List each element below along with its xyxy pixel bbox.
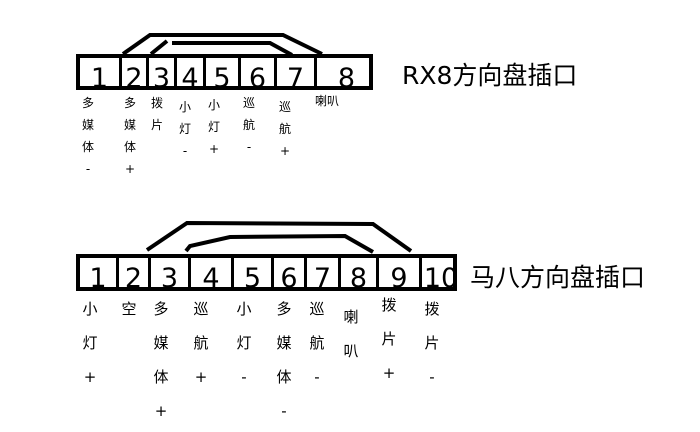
mazda8-pin-label: 多媒体 - — [272, 292, 296, 428]
wire-top-inner-b — [172, 41, 293, 57]
mazda8-pin-label: 拨片 + — [377, 288, 401, 390]
label-char: + — [194, 368, 208, 386]
label-char: 小 — [207, 98, 220, 112]
label-char: 灯 — [178, 122, 191, 136]
label-char: 多 — [276, 300, 292, 318]
label-char: 航 — [278, 122, 291, 136]
label-char: 片 — [150, 118, 163, 132]
label-char: 体 — [123, 140, 136, 154]
mazda8-pin-5: 5 — [234, 258, 274, 294]
label-char: 媒 — [276, 334, 292, 352]
rx8-pin-label: 小灯 + — [204, 94, 224, 160]
label-char: 巡 — [193, 300, 209, 318]
mazda8-pin-7: 7 — [307, 258, 341, 294]
mazda8-pin-4: 4 — [191, 258, 234, 294]
label-char: - — [429, 368, 435, 386]
label-char: - — [85, 162, 91, 176]
label-char: 巡 — [309, 300, 325, 318]
mazda8-pin-label: 喇叭 — [339, 300, 363, 368]
label-char: 拨 — [424, 300, 440, 318]
label-char: + — [154, 402, 168, 420]
label-char: 拨 — [150, 96, 163, 110]
label-char: + — [208, 142, 220, 156]
label-char: 灯 — [207, 120, 220, 134]
label-char: 空 — [121, 300, 137, 318]
mazda8-pin-2: 2 — [119, 258, 151, 294]
rx8-pin-label: 巡航 + — [275, 96, 295, 162]
wire-top-outer — [121, 33, 323, 56]
mazda8-pin-10: 10 — [423, 263, 459, 294]
mazda8-pin-1: 1 — [80, 258, 119, 294]
label-char: + — [279, 144, 291, 158]
label-char: 航 — [242, 118, 255, 132]
rx8-title: RX8方向盘插口 — [402, 61, 578, 90]
rx8-pin-1: 1 — [80, 58, 122, 94]
rx8-pin-4: 4 — [177, 58, 206, 94]
label-char: - — [241, 368, 247, 386]
label-char: 喇叭 — [315, 94, 340, 108]
label-char: + — [382, 364, 396, 382]
label-char: 多 — [153, 300, 169, 318]
label-char: 航 — [309, 334, 325, 352]
mazda8-pin-label: 多媒体 + — [149, 292, 173, 428]
mazda8-pin-3: 3 — [151, 258, 191, 294]
label-char: 小 — [236, 300, 252, 318]
label-char: 巡 — [278, 100, 291, 114]
label-char: - — [246, 140, 252, 154]
wire-bottom-inner — [184, 233, 374, 254]
mazda8-pin-label: 小灯 - — [232, 292, 256, 394]
rx8-pin-label: 小灯 - — [175, 96, 195, 162]
label-char: - — [314, 368, 320, 386]
label-char: 小 — [82, 300, 98, 318]
wire-top-inner-a — [149, 39, 169, 56]
mazda8-pin-8: 8 — [341, 258, 379, 294]
label-char: + — [83, 368, 97, 386]
label-char: 拨 — [381, 296, 397, 314]
rx8-pin-label: 多媒体 - — [78, 92, 98, 180]
label-char: 体 — [153, 368, 169, 386]
mazda8-pin-label: 小灯 + — [78, 292, 102, 394]
label-char: 体 — [81, 140, 94, 154]
mazda8-pin-label: 空 — [117, 292, 141, 326]
label-char: - — [182, 144, 188, 158]
label-char: 媒 — [123, 118, 136, 132]
mazda8-pin-label: 巡航 + — [189, 292, 213, 394]
mazda8-pin-6: 6 — [274, 258, 307, 294]
label-char: 叭 — [343, 342, 359, 360]
rx8-pin-7: 7 — [277, 58, 317, 94]
label-char: 片 — [424, 334, 440, 352]
label-char: 媒 — [81, 118, 94, 132]
mazda8-pin-label: 巡航 - — [305, 292, 329, 394]
rx8-pin-label: 喇叭 — [315, 90, 340, 112]
label-char: - — [281, 402, 287, 420]
label-char: 灯 — [82, 334, 98, 352]
label-char: 多 — [81, 96, 94, 110]
rx8-pin-label: 拨片 — [147, 92, 167, 136]
mazda8-title: 马八方向盘插口 — [470, 263, 646, 292]
rx8-pin-label: 多媒体 + — [120, 92, 140, 180]
label-char: 媒 — [153, 334, 169, 352]
mazda8-pin-9: 9 — [379, 258, 422, 294]
label-char: 片 — [381, 330, 397, 348]
label-char: 航 — [193, 334, 209, 352]
label-char: 小 — [178, 100, 191, 114]
rx8-pin-label: 巡航 - — [239, 92, 259, 158]
rx8-pin-5: 5 — [206, 58, 241, 94]
label-char: + — [124, 162, 136, 176]
label-char: 喇 — [343, 308, 359, 326]
rx8-pin-8: 8 — [337, 63, 356, 94]
label-char: 体 — [276, 368, 292, 386]
rx8-pin-6: 6 — [241, 58, 277, 94]
rx8-pin-3: 3 — [149, 58, 177, 94]
rx8-pin-2: 2 — [122, 58, 149, 94]
label-char: 灯 — [236, 334, 252, 352]
label-char: 巡 — [242, 96, 255, 110]
label-char: 多 — [123, 96, 136, 110]
mazda8-pin-label: 拨片 - — [420, 292, 444, 394]
wire-bottom-outer — [145, 220, 413, 253]
